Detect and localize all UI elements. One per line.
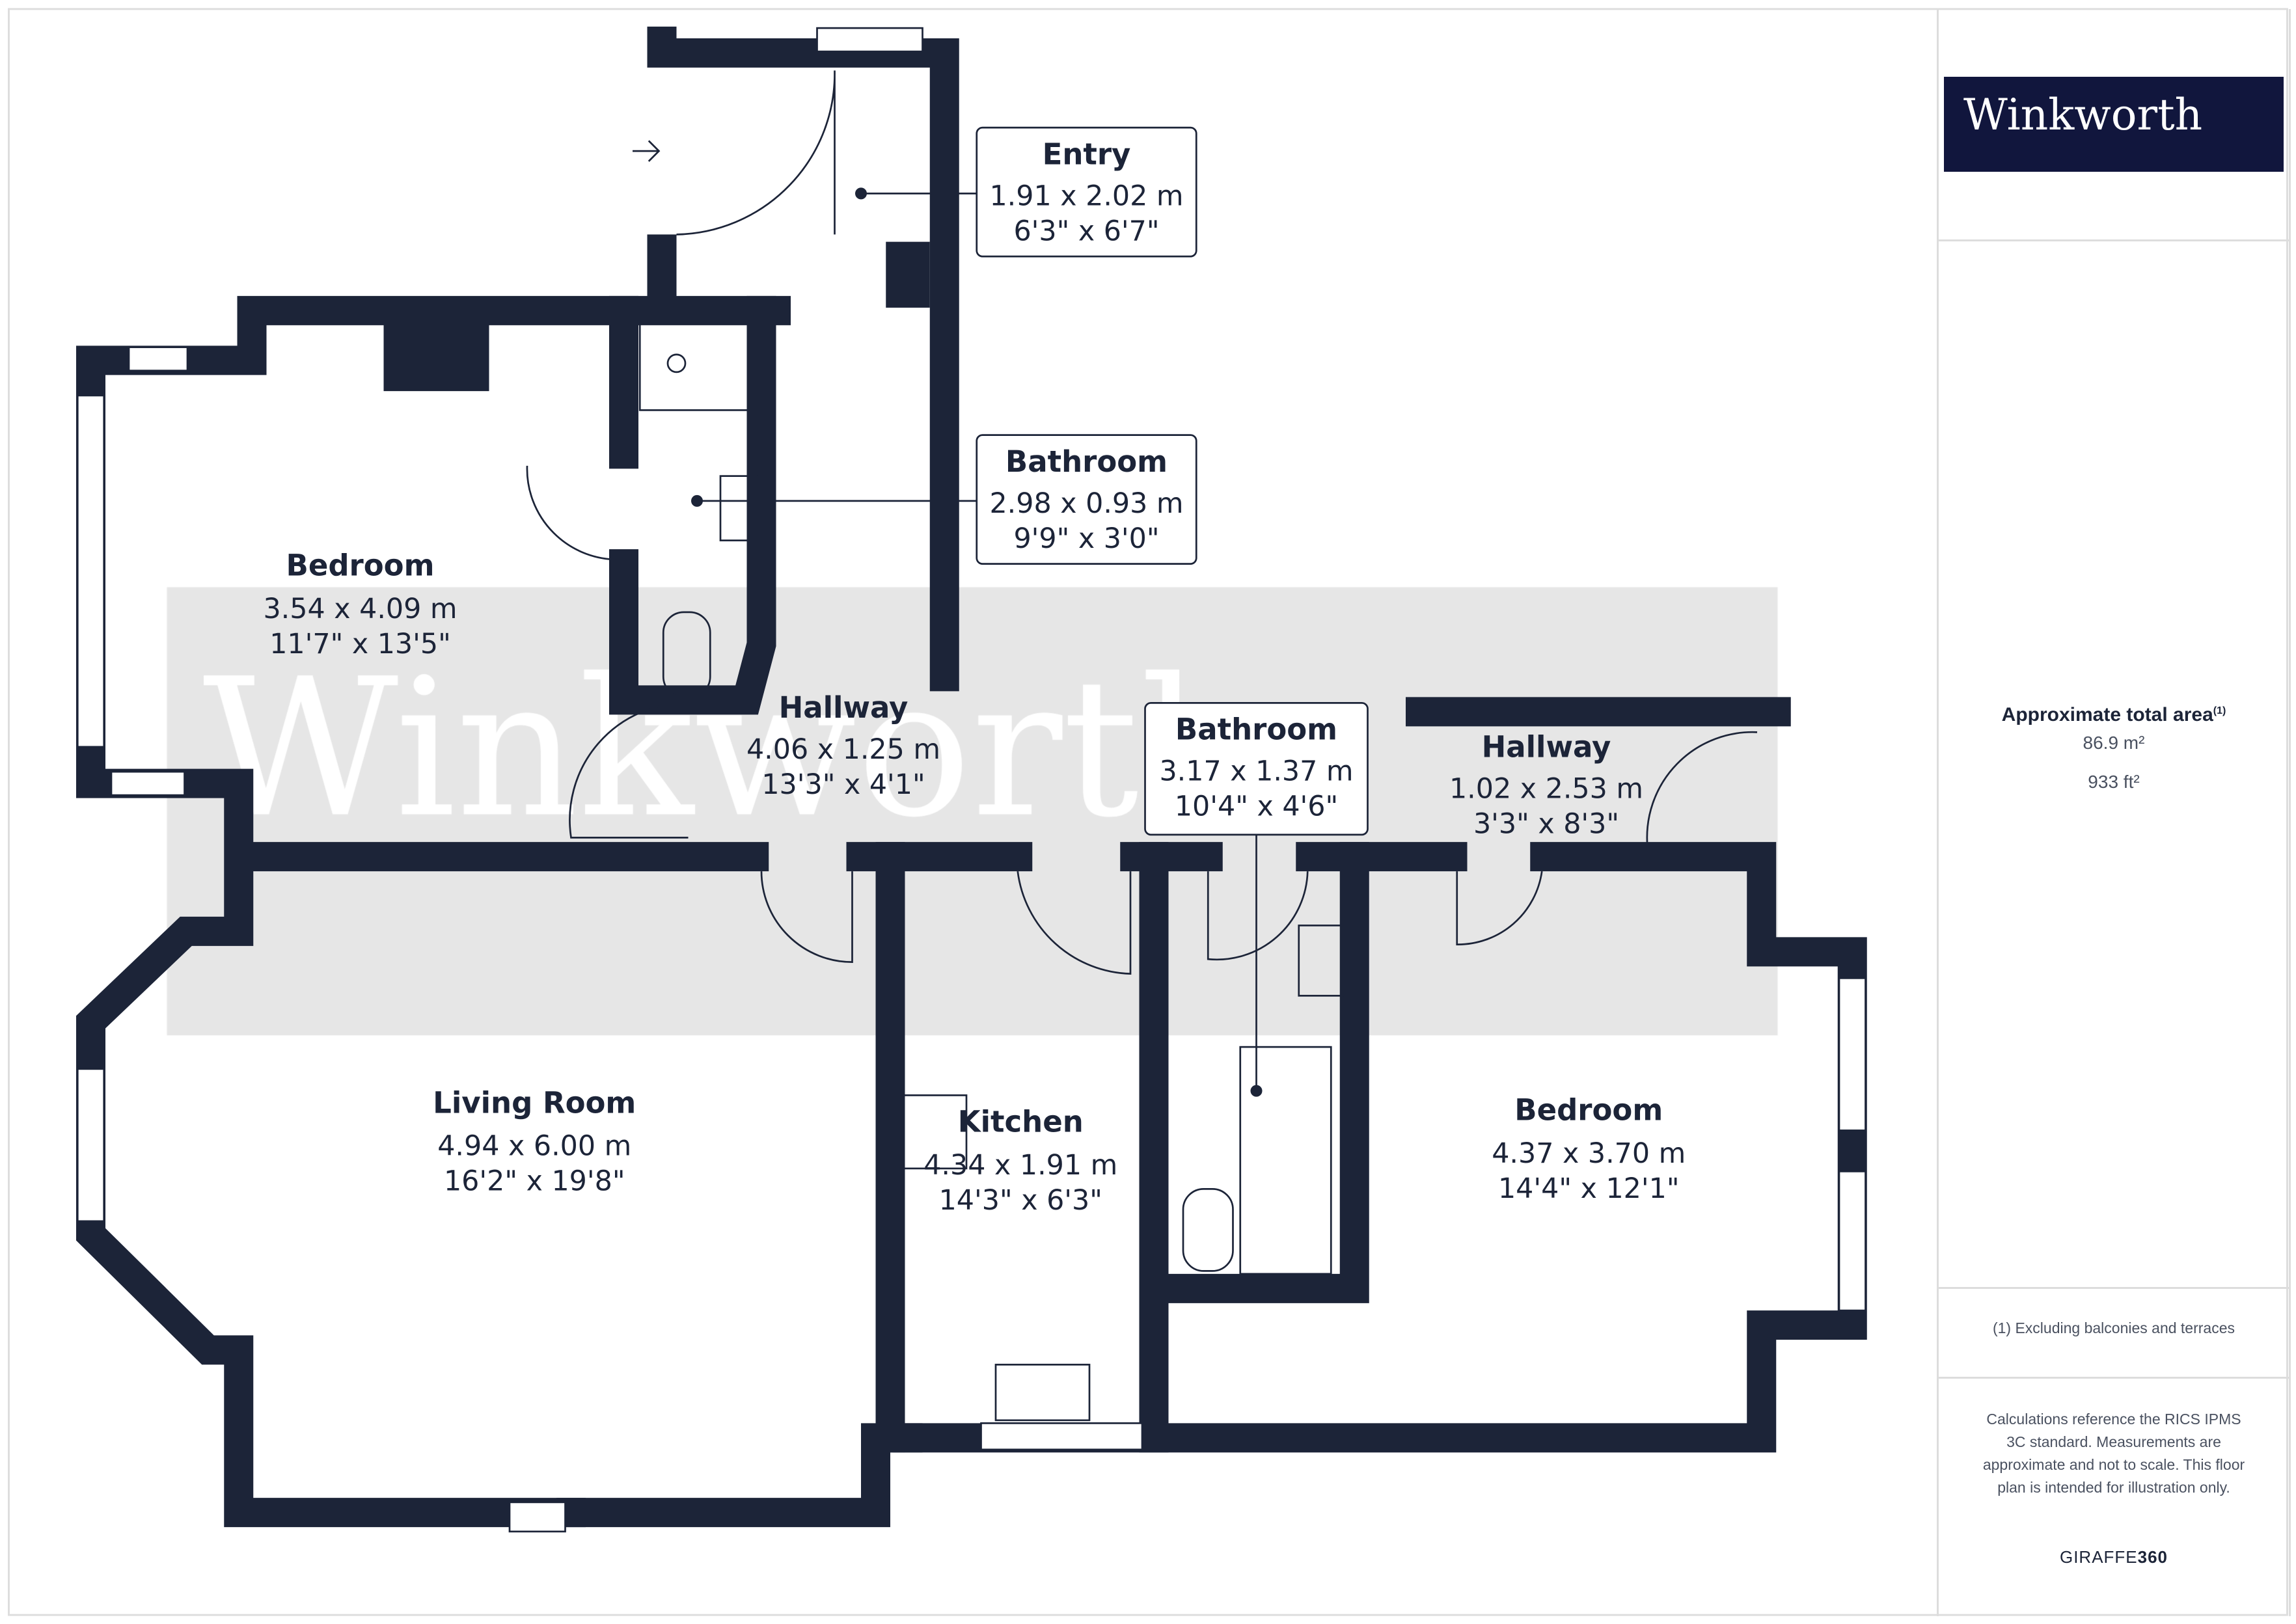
- room-imperial: 14'4" x 12'1": [1498, 1172, 1680, 1205]
- room-entry: Entry 1.91 x 2.02 m 6'3" x 6'7": [989, 137, 1183, 247]
- room-metric: 1.02 x 2.53 m: [1449, 773, 1643, 805]
- room-metric: 4.37 x 3.70 m: [1492, 1137, 1686, 1170]
- room-name: Hallway: [779, 690, 909, 725]
- room-hallway-2: Hallway 1.02 x 2.53 m 3'3" x 8'3": [1449, 730, 1643, 841]
- room-name: Living Room: [433, 1085, 636, 1120]
- room-name: Bedroom: [1514, 1093, 1663, 1128]
- divider: [1939, 1287, 2289, 1289]
- room-imperial: 13'3" x 4'1": [761, 768, 925, 801]
- walls: [76, 26, 1867, 1528]
- room-imperial: 16'2" x 19'8": [444, 1165, 625, 1198]
- room-name: Kitchen: [958, 1105, 1084, 1139]
- room-metric: 3.54 x 4.09 m: [263, 593, 457, 625]
- room-metric: 4.06 x 1.25 m: [746, 733, 940, 766]
- room-living-room: Living Room 4.94 x 6.00 m 16'2" x 19'8": [433, 1085, 636, 1197]
- footnote-mark: (1): [2213, 705, 2226, 716]
- windows: [76, 27, 1866, 1533]
- room-imperial: 10'4" x 4'6": [1175, 791, 1338, 823]
- page-border: [8, 8, 2288, 1616]
- room-imperial: 9'9" x 3'0": [1013, 522, 1159, 555]
- label-boxes: [976, 126, 1369, 836]
- room-name: Entry: [1043, 137, 1131, 171]
- room-metric: 2.98 x 0.93 m: [989, 487, 1183, 520]
- area-title: Approximate total area(1): [1939, 704, 2289, 726]
- doors-and-fixtures: [526, 70, 1758, 1422]
- room-imperial: 6'3" x 6'7": [1013, 215, 1159, 247]
- room-metric: 3.17 x 1.37 m: [1159, 755, 1353, 788]
- credit-light: GIRAFFE: [2059, 1547, 2138, 1567]
- room-imperial: 14'3" x 6'3": [939, 1184, 1102, 1217]
- room-bathroom-1: Bathroom 2.98 x 0.93 m 9'9" x 3'0": [989, 444, 1183, 555]
- room-name: Bathroom: [1005, 444, 1168, 479]
- divider: [1939, 239, 2289, 241]
- disclaimer: Calculations reference the RICS IPMS 3C …: [1982, 1411, 2245, 1496]
- room-bathroom-2: Bathroom 3.17 x 1.37 m 10'4" x 4'6": [1159, 712, 1353, 823]
- footnote: (1) Excluding balconies and terraces: [1992, 1320, 2235, 1336]
- credit-logo: GIRAFFE360: [1939, 1547, 2289, 1567]
- room-name: Bathroom: [1175, 712, 1337, 747]
- room-name: Bedroom: [286, 548, 435, 583]
- room-metric: 4.94 x 6.00 m: [437, 1130, 631, 1163]
- info-panel: Winkworth Approximate total area(1) 86.9…: [1937, 9, 2291, 1616]
- area-ft2: 933 ft²: [2088, 772, 2140, 792]
- area-title-text: Approximate total area: [2001, 704, 2213, 725]
- room-hallway-1: Hallway 4.06 x 1.25 m 13'3" x 4'1": [746, 690, 940, 801]
- room-bedroom-2: Bedroom 4.37 x 3.70 m 14'4" x 12'1": [1492, 1093, 1686, 1205]
- leader-lines: [691, 187, 1263, 1097]
- room-imperial: 3'3" x 8'3": [1473, 808, 1619, 841]
- room-metric: 4.34 x 1.91 m: [923, 1149, 1117, 1182]
- room-imperial: 11'7" x 13'5": [269, 628, 451, 660]
- area-m2: 86.9 m²: [2083, 733, 2145, 753]
- entrance-arrow-icon: [633, 140, 661, 162]
- room-bedroom-1: Bedroom 3.54 x 4.09 m 11'7" x 13'5": [263, 548, 457, 660]
- room-kitchen: Kitchen 4.34 x 1.91 m 14'3" x 6'3": [923, 1105, 1117, 1217]
- divider: [1939, 1377, 2289, 1379]
- room-metric: 1.91 x 2.02 m: [989, 180, 1183, 212]
- brand-logo: Winkworth: [1944, 77, 2284, 172]
- credit-bold: 360: [2137, 1547, 2168, 1567]
- room-name: Hallway: [1482, 730, 1611, 765]
